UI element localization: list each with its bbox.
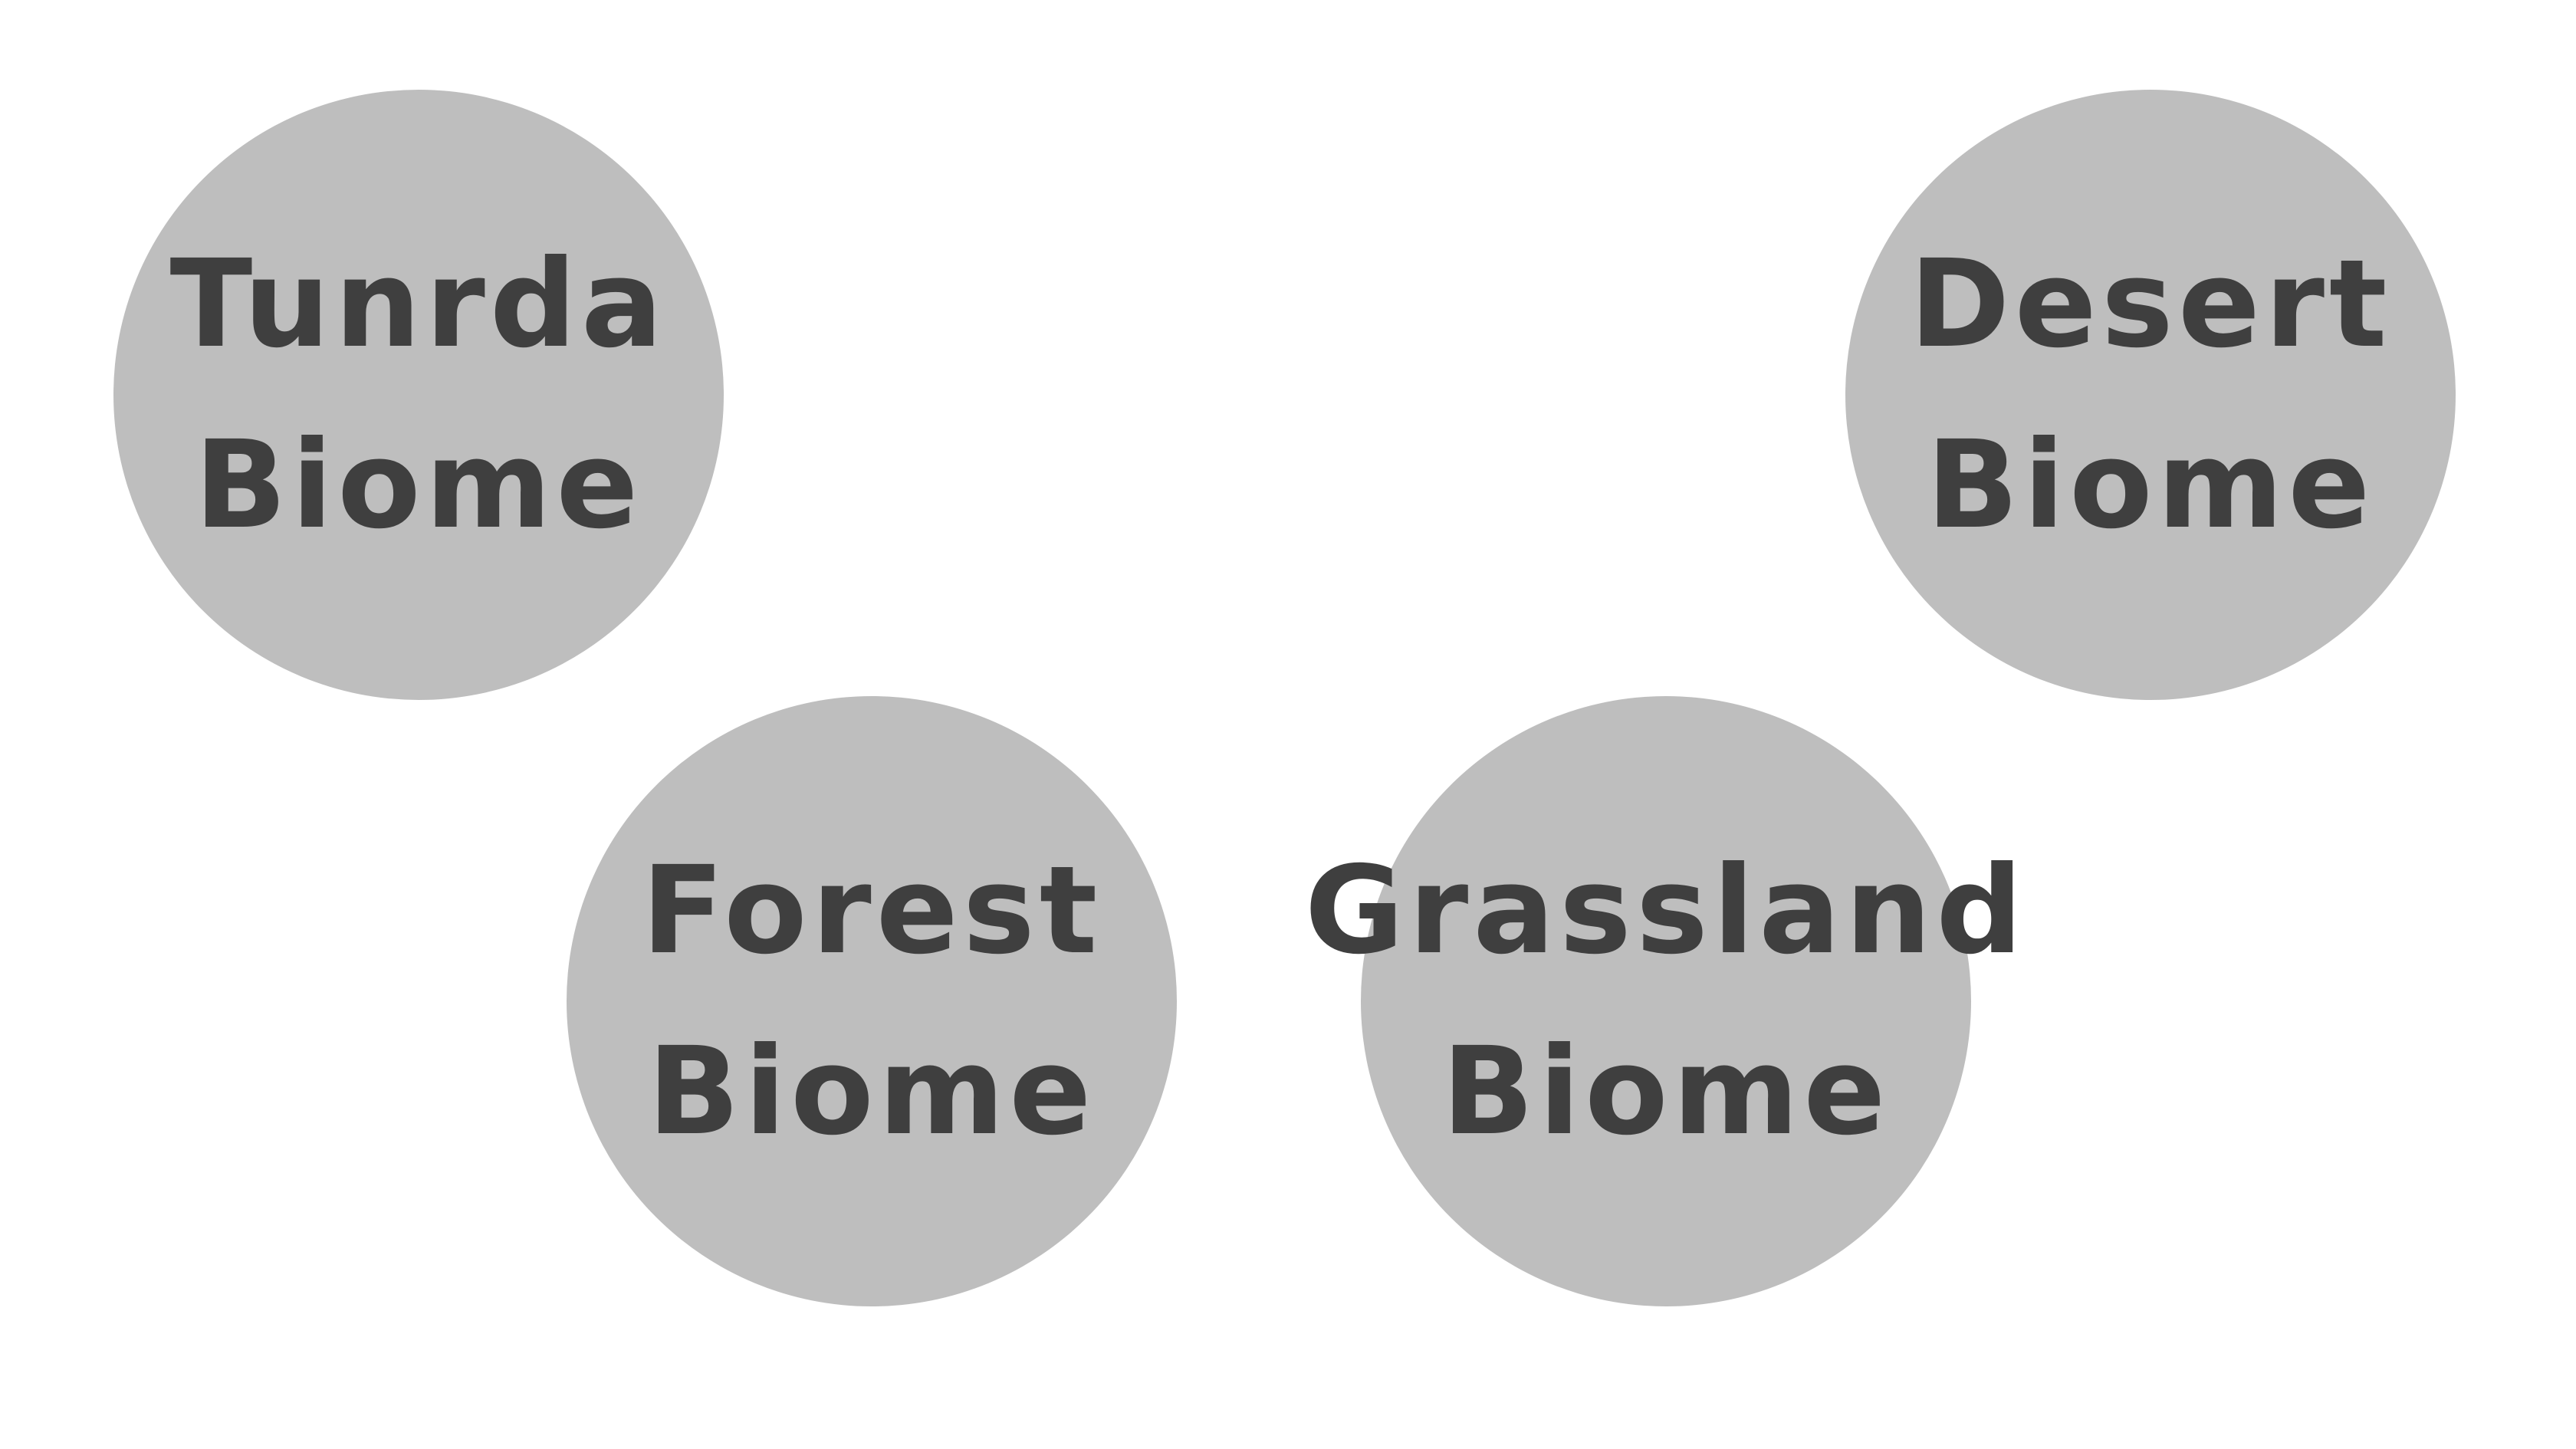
forest-biome-suffix: Biome	[647, 1021, 1096, 1162]
forest-biome-label: Forest Biome	[642, 820, 1102, 1182]
desert-biome-circle: Desert Biome	[1845, 90, 2456, 700]
grassland-biome-label: Grassland Biome	[1305, 820, 2028, 1182]
desert-biome-label: Desert Biome	[1910, 214, 2392, 576]
desert-biome-name: Desert	[1909, 234, 2392, 375]
tundra-biome-circle: Tunrda Biome	[113, 90, 724, 700]
grassland-biome-suffix: Biome	[1441, 1021, 1891, 1162]
grassland-biome-name: Grassland	[1304, 840, 2028, 981]
tundra-biome-label: Tunrda Biome	[169, 214, 667, 576]
forest-biome-name: Forest	[641, 840, 1102, 981]
forest-biome-circle: Forest Biome	[567, 696, 1177, 1306]
tundra-biome-suffix: Biome	[194, 415, 643, 556]
grassland-biome-circle: Grassland Biome	[1305, 696, 2022, 1306]
tundra-biome-name: Tunrda	[169, 234, 668, 375]
desert-biome-suffix: Biome	[1926, 415, 2375, 556]
